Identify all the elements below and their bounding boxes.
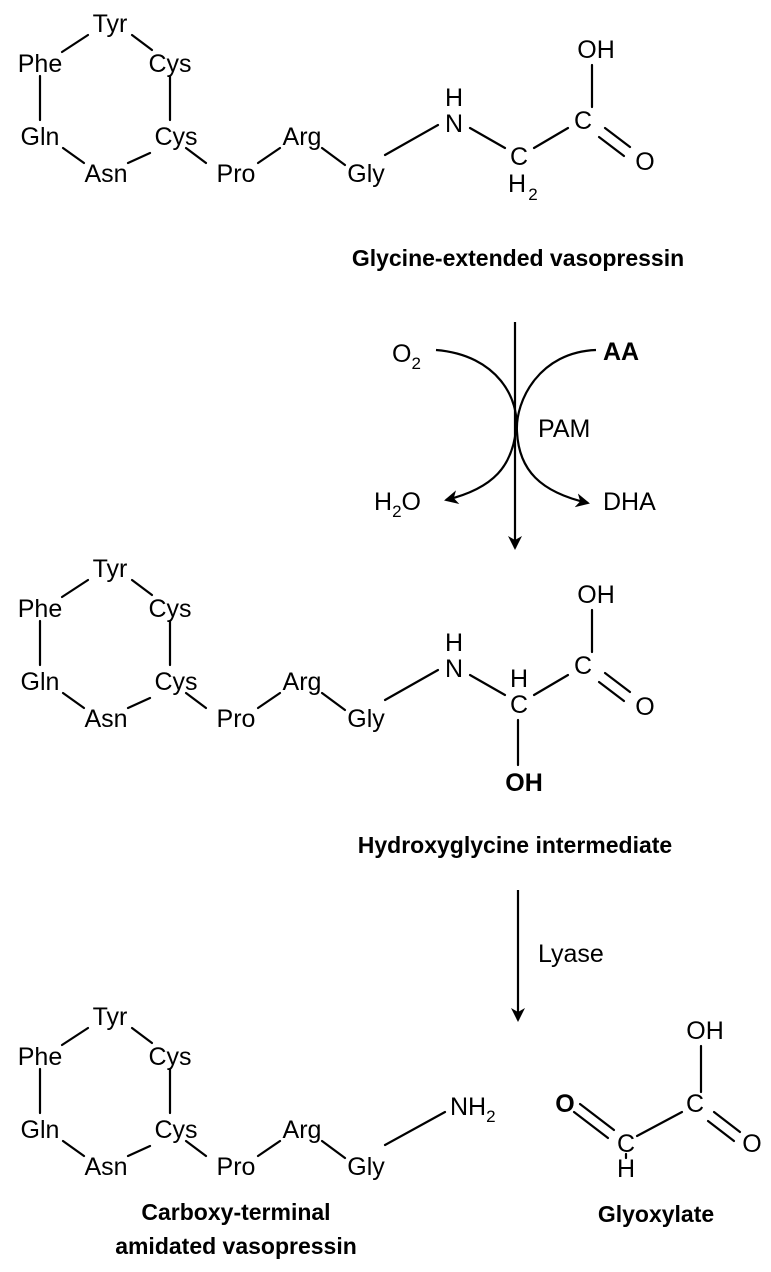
lyase-enzyme-label: Lyase [538,940,604,968]
structure-2-cys-upper-label: Cys [148,595,191,623]
structure-1-alpha-h: H [508,170,526,198]
structure-3-amide-nh2: NH2 [450,1093,496,1126]
glycine-extended-vasopressin-structure: Tyr Phe Cys Gln Cys Asn Pro Arg Gly H N … [18,10,655,204]
glyoxylate-carbonyl-o: O [742,1130,761,1158]
caption-glyoxylate: Glyoxylate [598,1201,714,1227]
glyoxylate-structure: O C H C OH O [555,1017,761,1183]
amidated-vasopressin-structure: Tyr Phe Cys Gln Cys Asn Pro Arg Gly NH2 [18,1003,496,1181]
structure-1-gly-label: Gly [347,160,385,188]
structure-1-asn-label: Asn [84,160,127,188]
glyoxylate-hydroxyl: OH [686,1017,724,1045]
structure-3-arg-label: Arg [283,1116,322,1144]
structure-3-pro-label: Pro [217,1153,256,1181]
structure-2-phe-label: Phe [18,595,62,623]
structure-3-gln-label: Gln [21,1116,60,1144]
structure-3-cys-lower-label: Cys [154,1116,197,1144]
structure-2-carbonyl-o: O [635,693,654,721]
structure-2-amide-n: N [445,655,463,683]
structure-3-tyr-label: Tyr [93,1003,128,1031]
structure-1-gln-label: Gln [21,123,60,151]
structure-2-amide-h: H [445,629,463,657]
structure-2-new-hydroxyl: OH [505,769,543,797]
structure-2-alpha-carbon: C [510,691,528,719]
structure-4-bonds [572,1044,742,1160]
structure-1-carboxyl-carbon: C [574,107,592,135]
caption-amidated-vasopressin-line2: amidated vasopressin [115,1233,357,1259]
structure-2-carboxyl-hydroxyl: OH [577,581,615,609]
structure-1-bonds [38,33,632,167]
structure-1-amide-n: N [445,110,463,138]
caption-amidated-vasopressin-line1: Carboxy-terminal [141,1199,330,1225]
structure-1-cys-upper-label: Cys [148,50,191,78]
hydroxyglycine-intermediate-structure: Tyr Phe Cys Gln Cys Asn Pro Arg Gly H N … [18,555,655,797]
pam-enzyme-label: PAM [538,415,590,443]
structure-2-gln-label: Gln [21,668,60,696]
structure-2-cys-lower-label: Cys [154,668,197,696]
structure-3-gly-label: Gly [347,1153,385,1181]
structure-1-alpha-carbon: C [510,143,528,171]
structure-2-bonds [38,578,632,767]
glyoxylate-carboxyl-carbon: C [686,1090,704,1118]
structure-3-bonds [38,1026,447,1160]
structure-1-hydroxyl: OH [577,36,615,64]
structure-3-asn-label: Asn [84,1153,127,1181]
structure-3-cys-upper-label: Cys [148,1043,191,1071]
structure-3-phe-label: Phe [18,1043,62,1071]
caption-glycine-extended-vasopressin: Glycine-extended vasopressin [352,245,684,271]
glyoxylate-aldehyde-carbon: C [617,1130,635,1158]
structure-2-arg-label: Arg [283,668,322,696]
structure-1-phe-label: Phe [18,50,62,78]
structure-2-alpha-h: H [510,665,528,693]
aa-cofactor-label: AA [603,338,639,366]
structure-2-tyr-label: Tyr [93,555,128,583]
structure-2-pro-label: Pro [217,705,256,733]
structure-2-gly-label: Gly [347,705,385,733]
dha-label: DHA [603,488,656,516]
glyoxylate-aldehyde-h: H [617,1155,635,1183]
structure-1-cys-lower-label: Cys [154,123,197,151]
structure-1-pro-label: Pro [217,160,256,188]
structure-1-carbonyl-o: O [635,148,654,176]
h2o-label: H2O [374,488,421,521]
structure-1-arg-label: Arg [283,123,322,151]
caption-hydroxyglycine-intermediate: Hydroxyglycine intermediate [358,832,672,858]
structure-2-carboxyl-carbon: C [574,652,592,680]
structure-1-tyr-label: Tyr [93,10,128,38]
structure-2-asn-label: Asn [84,705,127,733]
structure-1-amide-h: H [445,84,463,112]
pam-reaction-arrow [435,322,597,550]
o2-label: O2 [392,340,421,373]
glyoxylate-aldehyde-o: O [555,1090,574,1118]
structure-1-alpha-h-subscript: 2 [528,185,537,204]
